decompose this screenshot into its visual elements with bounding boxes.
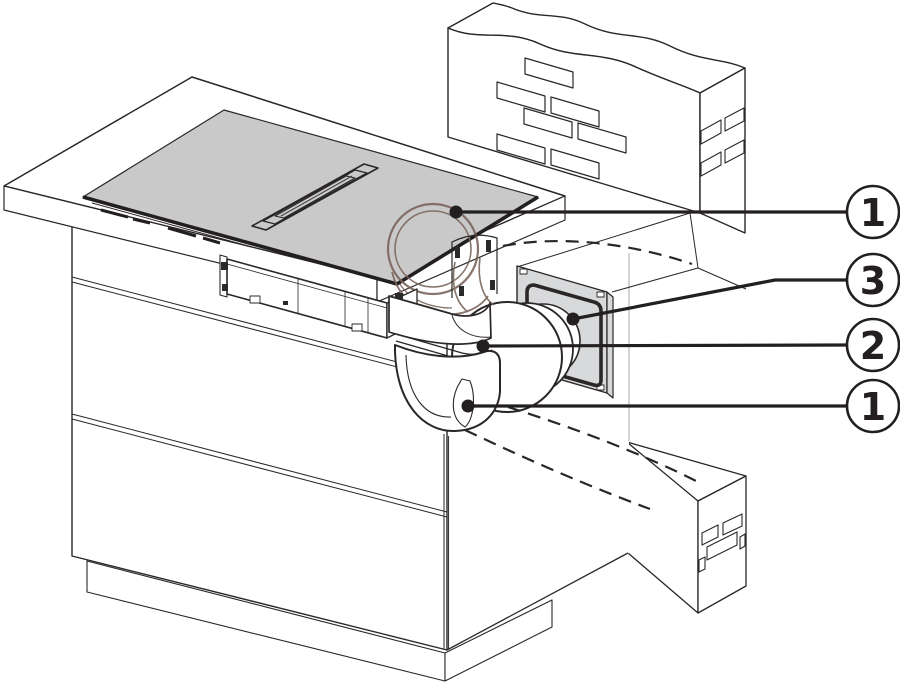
callout-leader-lines	[456, 210, 848, 408]
callout-label-1-top: 1	[860, 191, 886, 235]
flange-inner-frame	[525, 283, 603, 388]
swivel-dashed-arcs	[464, 239, 699, 511]
callout-circle-1-top	[845, 184, 900, 240]
callout-circle-3	[845, 252, 900, 308]
lower-wall-bricks	[698, 513, 746, 573]
callout-numbers: 1 3 2 1	[860, 191, 886, 429]
dot-1-top	[449, 205, 463, 219]
plinth-right	[444, 599, 553, 682]
island-right-bottom-edge	[446, 552, 629, 651]
bowl-inner-arc	[405, 354, 452, 418]
swivel-arc-lower-a	[507, 405, 699, 483]
upper-wall-front-face	[447, 27, 701, 214]
leader-2	[482, 343, 848, 348]
upper-wall-section	[447, 2, 747, 290]
swivel-arc-upper	[502, 239, 693, 266]
upper-duct-piece	[451, 234, 498, 298]
blower-top-band	[226, 263, 388, 309]
dot-3	[566, 312, 580, 326]
callouts: 1 3 2 1	[449, 184, 900, 434]
blower-panel-seams	[297, 278, 369, 333]
duct-squiggle-1	[452, 261, 469, 313]
duct-transition-inner	[451, 314, 492, 338]
dot-2	[476, 339, 490, 353]
upper-wall-side-bricks	[700, 107, 745, 177]
upper-duct-outline	[451, 234, 498, 298]
leader-3	[572, 278, 847, 321]
duct-band-2	[399, 283, 453, 309]
upper-wall-bricks	[496, 57, 627, 180]
dot-1-bottom	[461, 399, 475, 413]
callout-label-1-bottom: 1	[860, 385, 886, 429]
callout-label-2: 2	[860, 324, 886, 368]
vent-grille	[251, 163, 379, 231]
blower-fasteners	[221, 262, 403, 305]
duct-elbow-bowl	[394, 344, 501, 433]
duct-ring-outer	[386, 202, 480, 296]
duct-squiggle-2	[478, 257, 495, 306]
lower-wall-side-face	[697, 475, 747, 614]
swivel-arc-lower-b	[464, 429, 651, 511]
hidden-duct-through-glass	[386, 202, 495, 316]
glass-clamp-marks	[100, 208, 221, 245]
blower-feet	[249, 295, 363, 332]
callout-bubbles	[845, 184, 900, 434]
wall-projection-lines	[516, 212, 699, 293]
callout-circle-1-bottom	[845, 378, 900, 434]
callout-label-3: 3	[860, 259, 886, 303]
upper-wall-side-face	[699, 67, 746, 234]
duct-elbow-assembly	[388, 295, 501, 433]
drawer-divider-lines	[71, 276, 448, 518]
callout-circle-2	[845, 317, 900, 373]
callout-dots	[449, 205, 580, 413]
duct-ring-inner	[394, 210, 472, 288]
glass-thickness-line	[91, 202, 253, 248]
duct-clips	[455, 240, 495, 296]
